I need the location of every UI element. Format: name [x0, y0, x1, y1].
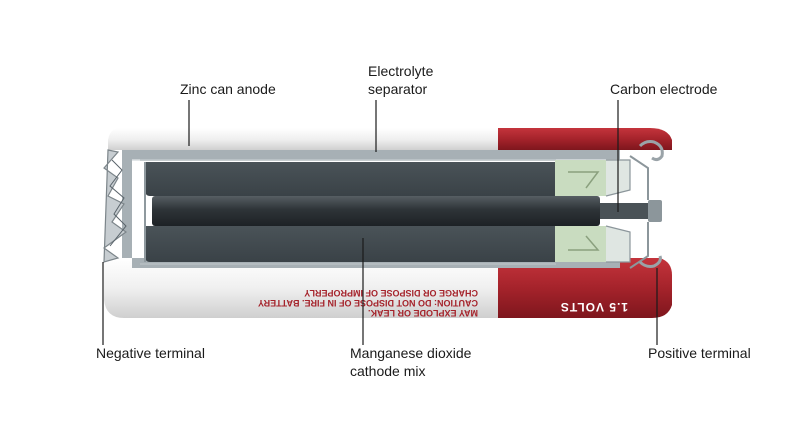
label-electrolyte-separator: Electrolyte separator	[368, 63, 434, 97]
positive-end-seal	[555, 155, 649, 269]
outer-casing-top	[108, 128, 672, 150]
casing-warning-line-2: CAUTION: DO NOT DISPOSE OF IN FIRE. BATT…	[258, 298, 478, 308]
bottom-crimp	[638, 255, 662, 268]
label-negative-terminal: Negative terminal	[96, 345, 205, 361]
negative-end-cap	[102, 149, 128, 263]
casing-warning-line-1: MAY EXPLODE OR LEAK.	[368, 308, 478, 318]
label-manganese-dioxide-cathode-mix: Manganese dioxide cathode mix	[350, 345, 472, 379]
casing-warning-line-3: CHARGE OR DISPOSE OF IMPROPERLY	[304, 288, 478, 298]
label-positive-terminal: Positive terminal	[648, 345, 751, 361]
label-zinc-can-anode: Zinc can anode	[180, 81, 276, 97]
electrolyte-separator-layer	[140, 159, 556, 265]
cathode-mix	[144, 162, 555, 262]
label-carbon-electrode: Carbon electrode	[610, 81, 718, 97]
leader-lines	[102, 100, 658, 345]
carbon-rod	[152, 196, 662, 226]
casing-print: 1.5 VOLTS MAY EXPLODE OR LEAK. CAUTION: …	[258, 288, 628, 318]
top-crimp	[638, 140, 664, 162]
casing-voltage-text: 1.5 VOLTS	[560, 300, 628, 314]
outer-casing-bottom	[104, 258, 672, 318]
